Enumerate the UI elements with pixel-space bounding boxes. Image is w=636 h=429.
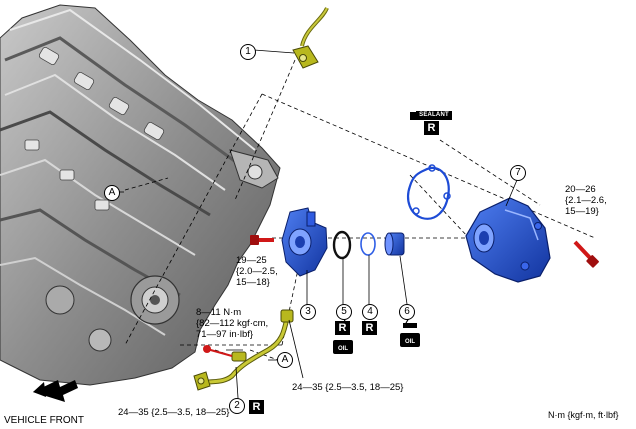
gasket — [406, 164, 451, 220]
part-5-o-ring — [332, 230, 352, 260]
torque-line: 8—11 N·m — [196, 307, 242, 318]
solid-leaders — [111, 49, 518, 399]
part-1-pipe — [292, 7, 329, 69]
part-2-oil-pipe — [193, 309, 294, 391]
svg-text:OIL: OIL — [338, 346, 348, 352]
part-7-pump-body — [465, 197, 551, 283]
callout-2: 2 — [229, 398, 245, 414]
svg-text:OIL: OIL — [405, 339, 415, 345]
torque-line: {82—112 kgf·cm, — [196, 318, 269, 329]
torque-line: 15—18} — [236, 277, 270, 288]
callout-1: 1 — [240, 44, 256, 60]
vehicle-front-arrow-icon — [33, 380, 78, 402]
replace-marker: R — [335, 321, 350, 335]
sealant-label: SEALANT — [416, 111, 452, 120]
part-3-housing — [281, 207, 328, 277]
torque-left-bolt: 19—25 {2.0—2.5, 15—18} — [236, 255, 278, 288]
torque-line: {2.1—2.6, — [565, 195, 607, 206]
callout-3: 3 — [300, 304, 316, 320]
torque-pipe-nut-right: 24—35 {2.5—3.5, 18—25} — [292, 382, 404, 393]
torque-line: 71—97 in·lbf} — [196, 329, 254, 340]
assembly-leader-lines — [124, 59, 596, 361]
torque-right-bolt: 20—26 {2.1—2.6, 15—19} — [565, 184, 607, 217]
torque-line: 15—19} — [565, 206, 599, 217]
replace-marker: R — [362, 321, 377, 335]
pipe-bolt — [203, 345, 233, 357]
callout-4: 4 — [362, 304, 378, 320]
torque-line: 20—26 — [565, 184, 596, 195]
ref-a-upper: A — [104, 185, 120, 201]
callout-7: 7 — [510, 165, 526, 181]
part-4-o-ring — [360, 232, 376, 256]
bolt-left — [250, 235, 274, 245]
sealant-tube-icon — [410, 112, 416, 120]
torque-pipe-nut-bottom: 24—35 {2.5—3.5, 18—25} — [118, 407, 230, 418]
replace-marker: R — [424, 121, 439, 135]
torque-pipe-bolt: 8—11 N·m {82—112 kgf·cm, 71—97 in·lbf} — [196, 307, 268, 340]
replace-marker: R — [249, 400, 264, 414]
torque-line: {2.0—2.5, — [236, 266, 278, 277]
callout-6: 6 — [399, 304, 415, 320]
part-6-sleeve — [384, 232, 405, 256]
torque-line: 19—25 — [236, 255, 267, 266]
callout-5: 5 — [336, 304, 352, 320]
vehicle-front-label: VEHICLE FRONT — [4, 415, 85, 426]
units-note: N·m {kgf·m, ft·lbf} — [548, 410, 619, 420]
bolt-right — [573, 240, 599, 268]
ref-a-lower: A — [277, 352, 293, 368]
